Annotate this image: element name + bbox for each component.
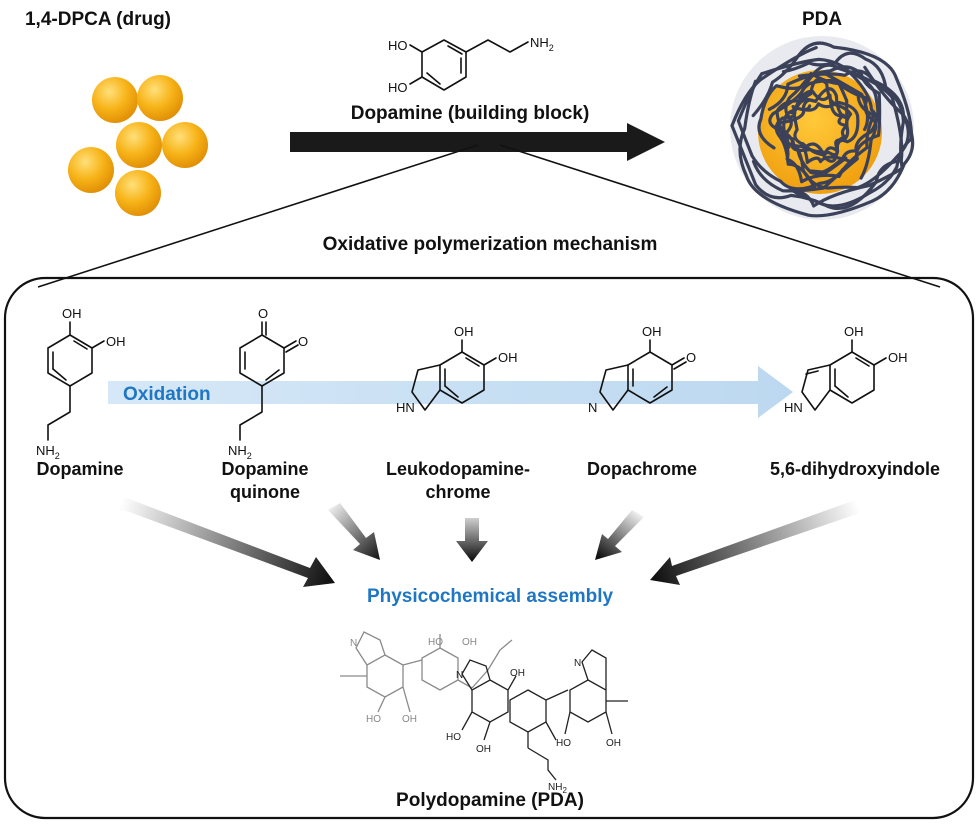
atom-label: O <box>686 350 696 365</box>
compound-name: Leukodopamine- <box>386 459 530 479</box>
atom-label: HO <box>446 732 461 743</box>
atom-label: OH <box>844 324 864 339</box>
drug-particle <box>115 170 161 216</box>
atom-label: OH <box>510 668 525 679</box>
dihydroxyindole-structure: OH OH HN <box>784 324 908 415</box>
product-label: Polydopamine (PDA) <box>396 790 584 811</box>
pda-label: PDA <box>802 9 842 30</box>
drug-particle <box>162 122 208 168</box>
atom-label: HO <box>388 38 408 53</box>
polymer-chain <box>768 71 870 175</box>
drug-particle <box>116 122 162 168</box>
polymer-chain <box>779 102 853 163</box>
pda-nanoparticle <box>730 36 915 220</box>
atom-label: HO <box>388 80 408 95</box>
assembly-arrow <box>328 503 380 560</box>
atom-label: HN <box>784 400 803 415</box>
assembly-arrows <box>118 497 860 587</box>
drug-particle <box>92 77 138 123</box>
oxidation-arrow <box>108 366 793 418</box>
compound-name: Dopamine <box>221 459 308 479</box>
drug-particle <box>137 75 183 121</box>
atom-label: NH2 <box>36 443 60 461</box>
mechanism-box <box>3 276 975 820</box>
polymer-chains <box>730 41 915 218</box>
polymer-chain <box>736 57 878 191</box>
atom-label: OH <box>62 306 82 321</box>
main-reaction-arrow <box>290 123 665 161</box>
atom-label: OH <box>454 324 474 339</box>
compound-name: quinone <box>230 482 300 502</box>
compound-name: Dopamine <box>36 459 123 479</box>
dopamine-quinone-structure: O O NH2 <box>228 306 308 461</box>
atom-label: OH <box>402 714 417 725</box>
compound-name: chrome <box>425 482 490 502</box>
atom-label: OH <box>498 350 518 365</box>
zoom-line-right <box>499 144 941 288</box>
drug-label: 1,4-DPCA (drug) <box>25 9 171 30</box>
zoom-line-left <box>37 144 479 288</box>
atom-label: O <box>258 306 268 321</box>
oxidation-label: Oxidation <box>123 384 211 405</box>
atom-label: OH <box>888 350 908 365</box>
assembly-arrow <box>650 500 860 585</box>
atom-label: NH2 <box>530 35 554 53</box>
atom-label: OH <box>606 738 621 749</box>
atom-label: O <box>298 334 308 349</box>
atom-label: HO <box>556 738 571 749</box>
atom-label: OH <box>642 324 662 339</box>
compound-name: 5,6-dihydroxyindole <box>770 459 940 479</box>
polymer-chain <box>757 63 880 175</box>
assembly-arrow <box>595 510 644 560</box>
atom-label: OH <box>106 334 126 349</box>
atom-label: HO <box>366 714 381 725</box>
dopamine-structure: OH OH NH2 <box>36 306 126 461</box>
polymer-chain <box>777 87 850 157</box>
atom-label: OH <box>462 637 477 648</box>
mechanism-title: Oxidative polymerization mechanism <box>323 234 658 255</box>
atom-label: NH2 <box>228 443 252 461</box>
atom-label: N <box>588 400 597 415</box>
atom-label: OH <box>476 744 491 755</box>
polymer-chain <box>781 51 905 208</box>
polymer-chain <box>774 92 876 184</box>
atom-label: N <box>456 670 463 681</box>
building-block-label: Dopamine (building block) <box>351 103 590 124</box>
drug-particles <box>68 75 208 216</box>
polymer-chain <box>738 69 915 218</box>
atom-label: N <box>350 638 357 649</box>
assembly-arrow <box>118 497 335 587</box>
assembly-label: Physicochemical assembly <box>367 586 614 607</box>
assembly-arrow <box>456 518 488 562</box>
atom-label: HO <box>428 637 443 648</box>
drug-particle <box>68 147 114 193</box>
polymer-chain <box>790 78 860 157</box>
polymer-chain <box>792 89 853 164</box>
polydopamine-structure: N HO OH HO OH N N OH HO OH HO OH <box>340 631 628 795</box>
leukodopaminechrome-structure: OH OH HN <box>396 324 518 415</box>
atom-label: NH2 <box>548 782 567 795</box>
dopachrome-structure: OH O N <box>588 324 696 415</box>
atom-label: N <box>574 658 581 669</box>
atom-label: HN <box>396 400 415 415</box>
compound-name: Dopachrome <box>587 459 697 479</box>
dopamine-structure-top: HO HO NH2 <box>388 35 554 95</box>
